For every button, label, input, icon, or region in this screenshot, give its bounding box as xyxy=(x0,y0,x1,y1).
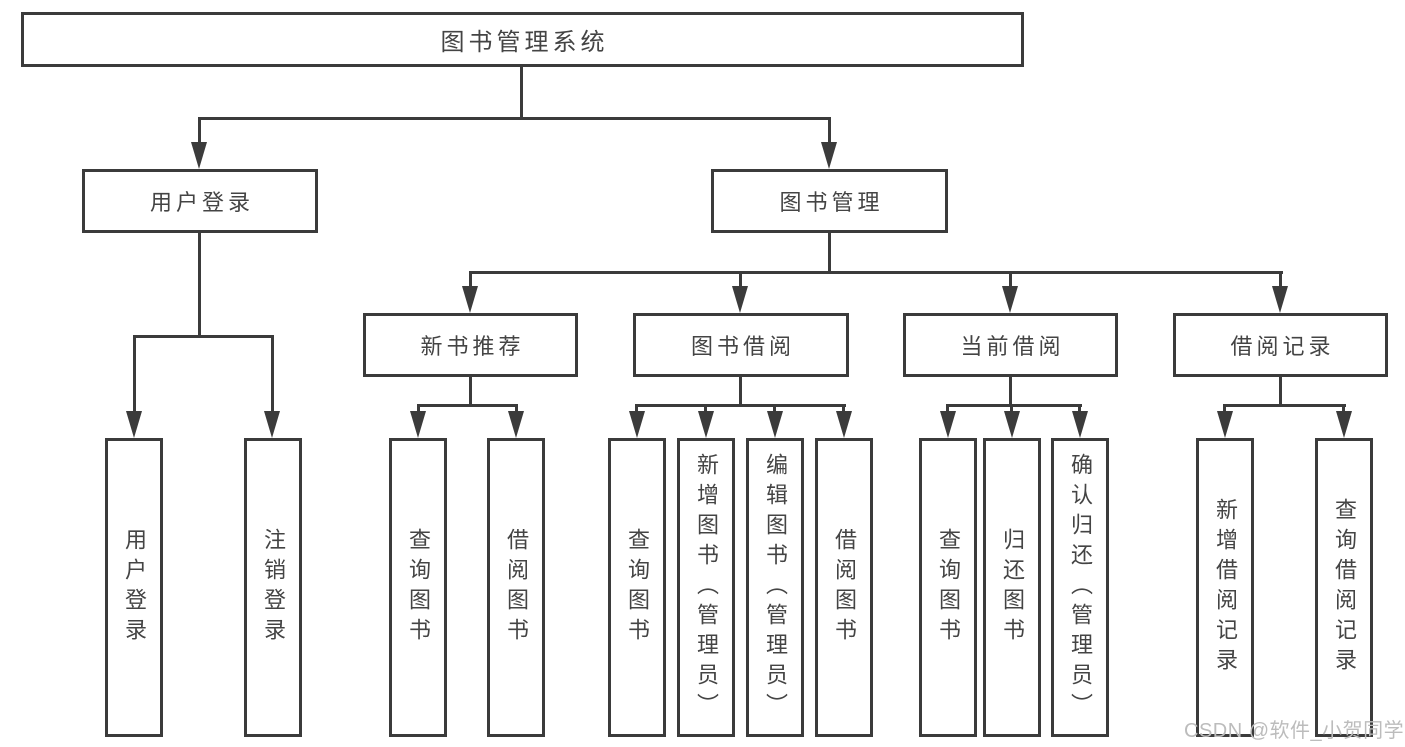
leaf-label: 新增图书（管理员） xyxy=(694,452,719,723)
leaf-label: 借阅图书 xyxy=(504,527,529,648)
connector-drop-current xyxy=(1009,271,1012,288)
leaf-logout: 注销登录 xyxy=(244,438,302,737)
connector-drop xyxy=(773,404,776,414)
connector-user-split xyxy=(133,335,274,338)
leaf-label: 新增借阅记录 xyxy=(1213,497,1238,678)
connector-borrow-trunk xyxy=(739,377,742,406)
arrow-down-icon xyxy=(821,142,837,169)
connector-current-split xyxy=(947,404,1082,407)
arrow-down-icon xyxy=(1072,411,1088,438)
arrow-down-icon xyxy=(1336,411,1352,438)
leaf-query-books-recommend: 查询图书 xyxy=(389,438,447,737)
node-user-login: 用户登录 xyxy=(82,169,318,233)
leaf-label: 注销登录 xyxy=(261,527,286,648)
leaf-label: 确认归还（管理员） xyxy=(1068,452,1093,723)
leaf-add-borrow-record: 新增借阅记录 xyxy=(1196,438,1254,737)
connector-drop-leaf-user-login xyxy=(133,335,136,412)
csdn-watermark: CSDN @软件_小贺同学 xyxy=(1184,720,1405,742)
node-book-management: 图书管理 xyxy=(711,169,948,233)
leaf-label: 查询图书 xyxy=(625,527,650,648)
connector-drop xyxy=(704,404,707,414)
node-label: 用户登录 xyxy=(149,190,254,215)
connector-drop-book-management xyxy=(828,117,831,143)
arrow-down-icon xyxy=(1002,286,1018,313)
connector-recommend-trunk xyxy=(469,377,472,407)
arrow-down-icon xyxy=(698,411,714,438)
leaf-label: 用户登录 xyxy=(122,527,147,648)
node-book-borrowing: 图书借阅 xyxy=(633,313,849,377)
node-label: 当前借阅 xyxy=(960,334,1065,359)
connector-user-trunk xyxy=(198,233,201,337)
connector-drop xyxy=(1223,404,1226,414)
leaf-label: 查询图书 xyxy=(406,527,431,648)
node-label: 图书管理 xyxy=(779,190,884,215)
arrow-down-icon xyxy=(940,411,956,438)
leaf-label: 查询借阅记录 xyxy=(1332,497,1357,678)
leaf-user-login: 用户登录 xyxy=(105,438,163,737)
connector-drop-user-login xyxy=(198,117,201,143)
connector-borrow-split xyxy=(636,404,846,407)
node-borrowing-records: 借阅记录 xyxy=(1173,313,1388,377)
node-root: 图书管理系统 xyxy=(21,12,1024,67)
arrow-down-icon xyxy=(1004,411,1020,438)
leaf-query-books-borrow: 查询图书 xyxy=(608,438,666,737)
arrow-down-icon xyxy=(1217,411,1233,438)
connector-records-split xyxy=(1224,404,1346,407)
leaf-borrow-books-recommend: 借阅图书 xyxy=(487,438,545,737)
arrow-down-icon xyxy=(508,411,524,438)
node-label: 新书推荐 xyxy=(420,334,525,359)
connector-records-trunk xyxy=(1279,377,1282,406)
connector-recommend-split xyxy=(417,404,518,407)
connector-management-split xyxy=(469,271,1283,274)
connector-drop-recommend xyxy=(469,271,472,288)
connector-drop xyxy=(1078,404,1081,414)
node-label: 借阅记录 xyxy=(1230,334,1335,359)
leaf-label: 查询图书 xyxy=(936,527,961,648)
connector-drop xyxy=(635,404,638,414)
node-new-book-recommendation: 新书推荐 xyxy=(363,313,578,377)
arrow-down-icon xyxy=(732,286,748,313)
connector-drop xyxy=(515,404,518,414)
node-current-borrowing: 当前借阅 xyxy=(903,313,1118,377)
connector-drop xyxy=(1010,404,1013,414)
arrow-down-icon xyxy=(410,411,426,438)
node-label: 图书管理系统 xyxy=(440,29,609,56)
connector-management-trunk xyxy=(828,233,831,274)
connector-drop-leaf-logout xyxy=(271,335,274,412)
leaf-add-books-admin: 新增图书（管理员） xyxy=(677,438,735,737)
arrow-down-icon xyxy=(767,411,783,438)
leaf-query-borrow-record: 查询借阅记录 xyxy=(1315,438,1373,737)
connector-root-split xyxy=(198,117,831,120)
connector-drop-records xyxy=(1279,271,1282,288)
arrow-down-icon xyxy=(1272,286,1288,313)
leaf-label: 借阅图书 xyxy=(832,527,857,648)
leaf-edit-books-admin: 编辑图书（管理员） xyxy=(746,438,804,737)
arrow-down-icon xyxy=(264,411,280,438)
connector-drop xyxy=(1342,404,1345,414)
leaf-query-books-current: 查询图书 xyxy=(919,438,977,737)
arrow-down-icon xyxy=(462,286,478,313)
connector-drop xyxy=(842,404,845,414)
leaf-label: 归还图书 xyxy=(1000,527,1025,648)
connector-drop-borrow xyxy=(739,271,742,288)
leaf-label: 编辑图书（管理员） xyxy=(763,452,788,723)
connector-current-trunk xyxy=(1009,377,1012,406)
connector-drop xyxy=(417,404,420,414)
arrow-down-icon xyxy=(126,411,142,438)
leaf-return-books: 归还图书 xyxy=(983,438,1041,737)
connector-root-trunk xyxy=(520,67,523,119)
arrow-down-icon xyxy=(836,411,852,438)
arrow-down-icon xyxy=(629,411,645,438)
leaf-confirm-return-admin: 确认归还（管理员） xyxy=(1051,438,1109,737)
leaf-borrow-books: 借阅图书 xyxy=(815,438,873,737)
node-label: 图书借阅 xyxy=(690,334,795,359)
arrow-down-icon xyxy=(191,142,207,169)
connector-drop xyxy=(946,404,949,414)
